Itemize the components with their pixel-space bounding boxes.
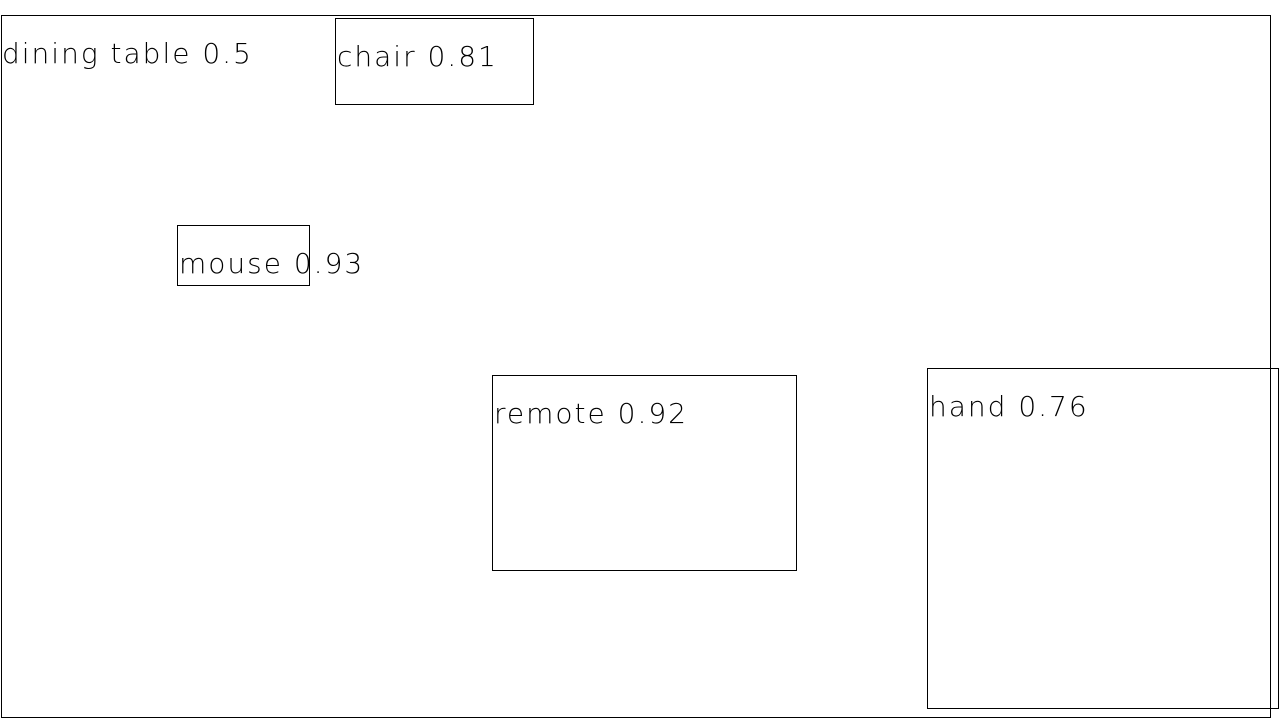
detection-label-mouse: mouse 0.93 [179,247,365,280]
detection-label-hand: hand 0.76 [929,390,1089,423]
bounding-box-chair [335,18,534,105]
detection-label-chair: chair 0.81 [337,40,498,73]
bounding-box-remote [492,375,797,571]
bounding-box-hand [927,368,1279,709]
detection-label-dining-table: dining table 0.5 [2,37,253,70]
detection-label-remote: remote 0.92 [494,397,688,430]
bounding-box-mouse [177,225,310,286]
bounding-box-dining-table [1,15,1271,718]
